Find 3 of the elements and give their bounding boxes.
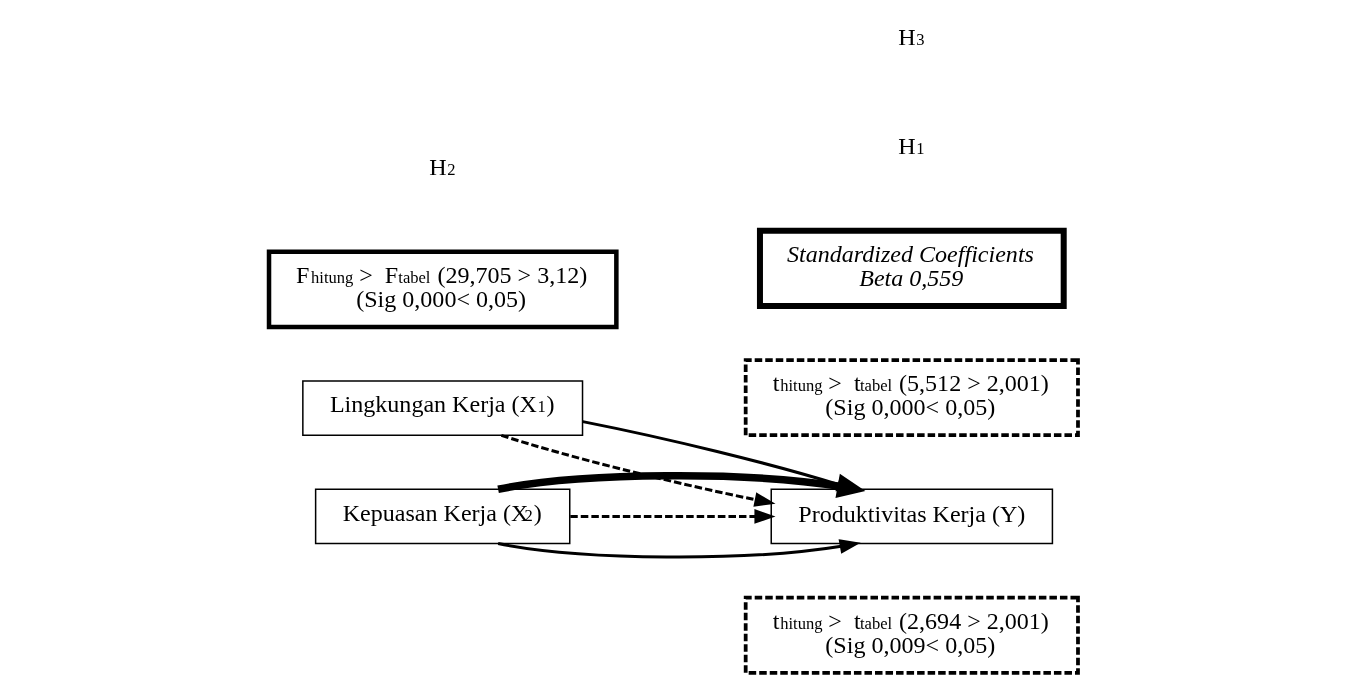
label: H3 bbox=[898, 24, 925, 51]
label: H2 bbox=[429, 153, 456, 180]
label: H1 bbox=[898, 132, 925, 159]
